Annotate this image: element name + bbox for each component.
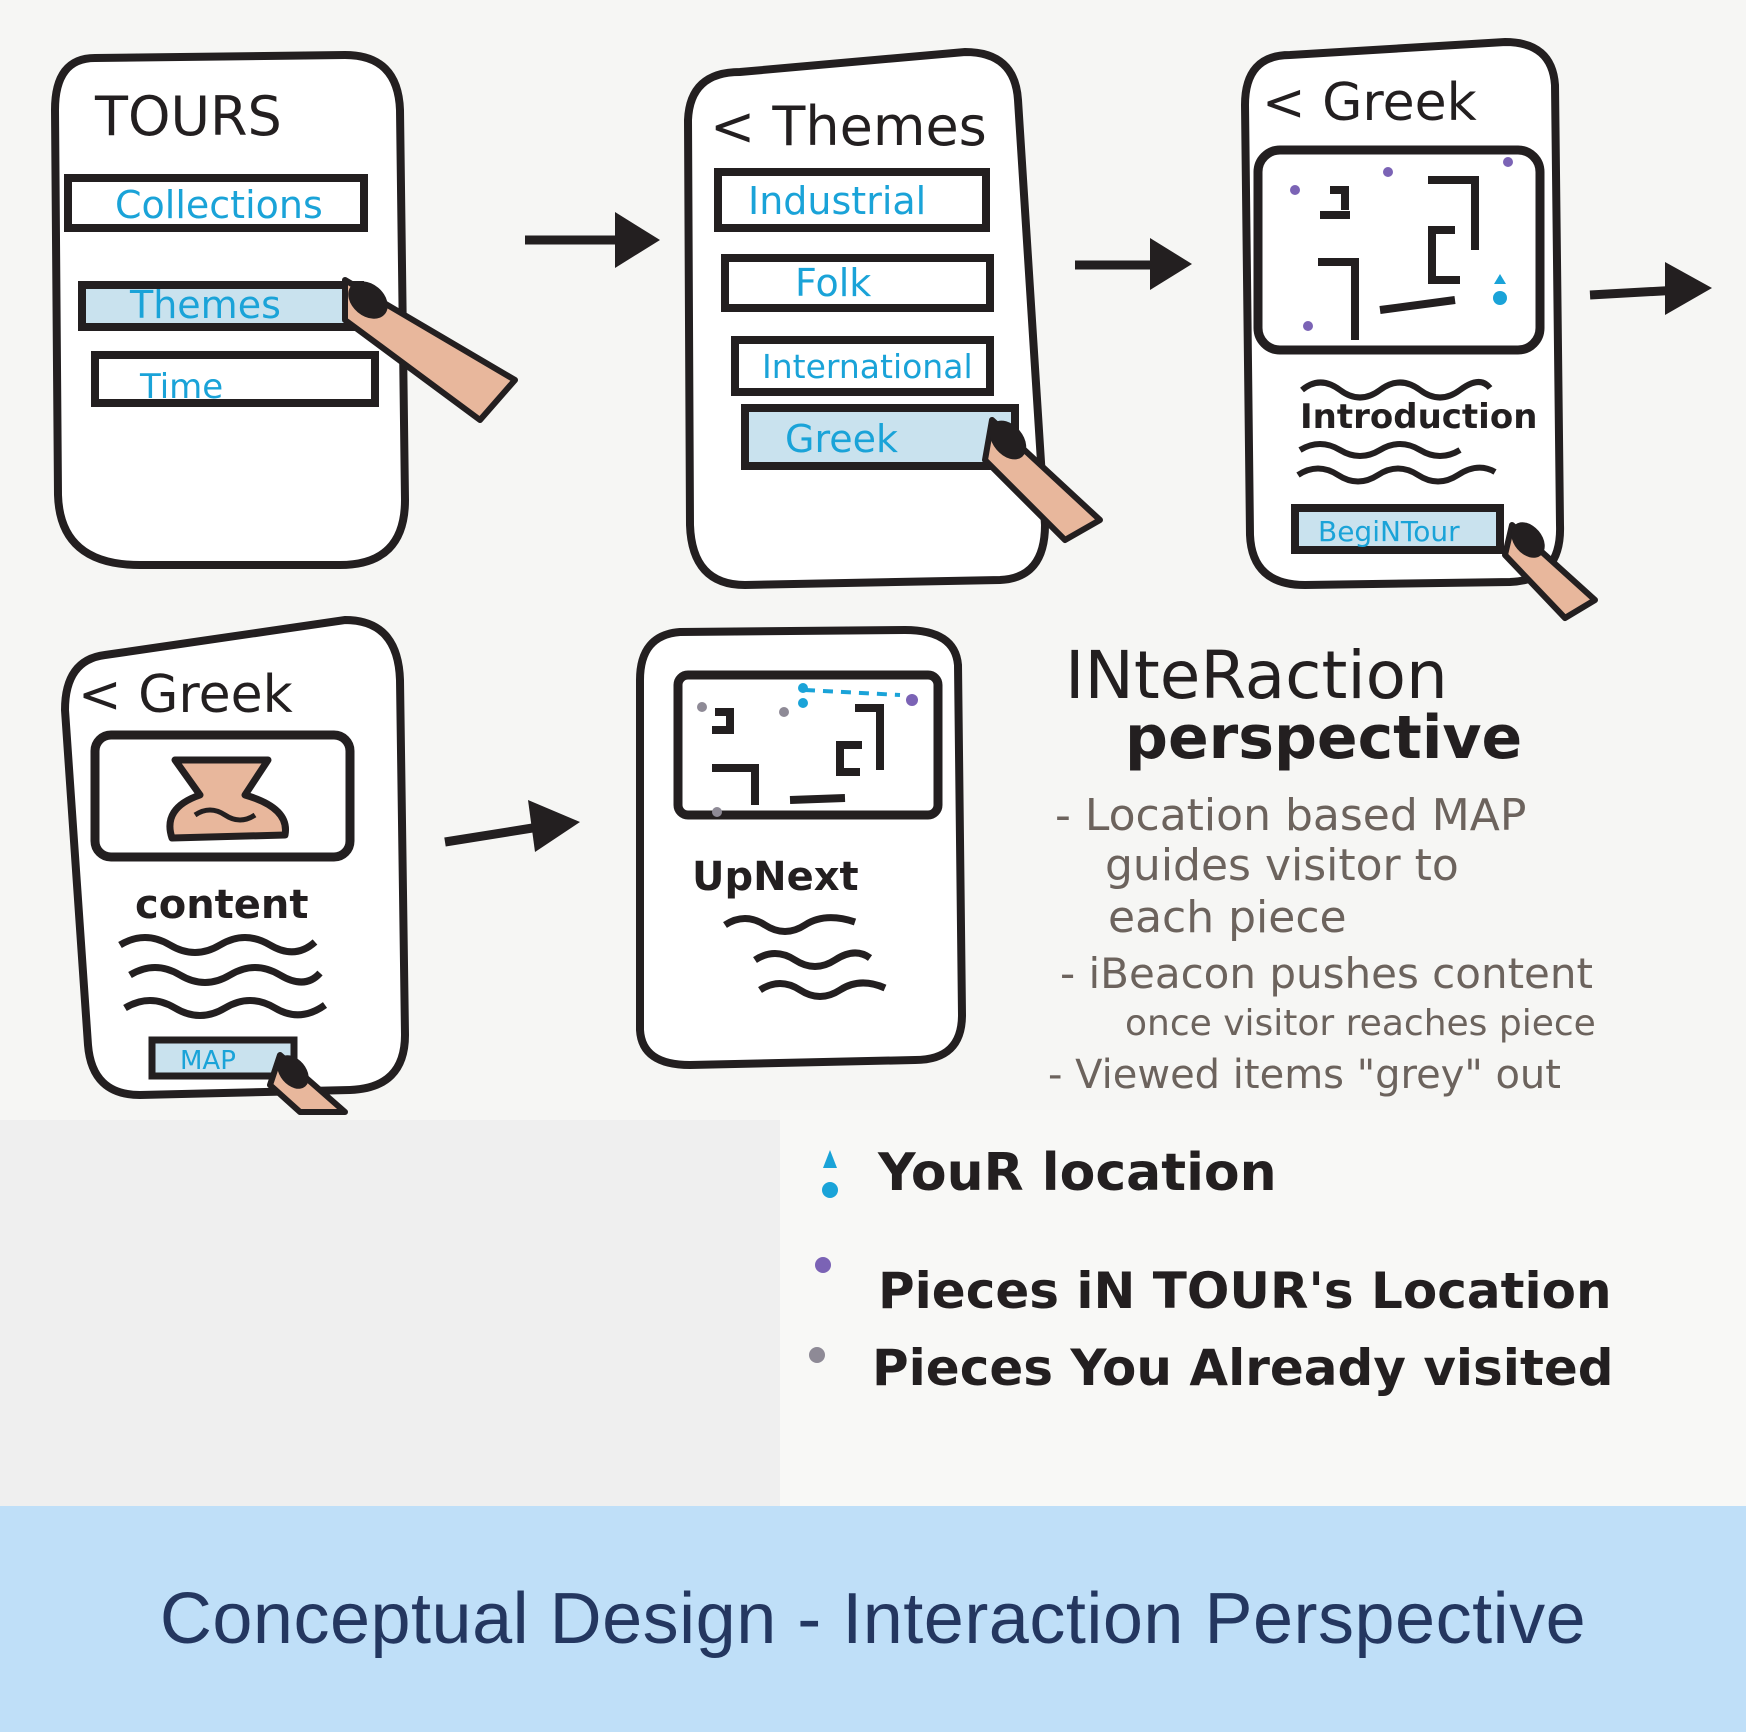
content-label: content (135, 882, 309, 928)
screen-title: < Greek (78, 665, 293, 725)
finger-icon (1502, 522, 1598, 621)
legend-item-tour-pieces: Pieces iN TOUR's Location (815, 1257, 1612, 1320)
note-line: once visitor reaches piece (1125, 1003, 1596, 1044)
screen-tours: TOURS Collections Themes Time (50, 50, 518, 569)
notes-title-line1: INteRaction (1065, 637, 1448, 714)
legend-label: Pieces You Already visited (872, 1339, 1614, 1397)
menu-item-label: Industrial (748, 179, 926, 223)
purple-dot-icon (1303, 321, 1313, 331)
menu-item-label: Greek (785, 417, 898, 461)
legend-label: YouR location (877, 1143, 1277, 1203)
finger-icon (982, 417, 1103, 543)
squiggle (123, 997, 328, 1019)
menu-item-label: Collections (115, 183, 323, 227)
button-label: MAP (180, 1046, 236, 1076)
menu-item-greek[interactable]: Greek (741, 404, 1019, 470)
screen-title: < Themes (710, 95, 987, 158)
button-label: BegiNTour (1318, 515, 1460, 548)
squiggle (128, 964, 323, 986)
caption-band: Conceptual Design - Interaction Perspect… (0, 1506, 1746, 1732)
legend-item-visited-pieces: Pieces You Already visited (809, 1339, 1614, 1397)
artifact-image (90, 730, 355, 862)
screen-title: < Greek (1262, 73, 1477, 133)
grey-dot-icon (779, 707, 789, 717)
menu-item-label: International (762, 347, 973, 386)
location-marker-icon (798, 683, 808, 708)
squiggle (758, 979, 887, 1000)
menu-item-time[interactable]: Time (91, 351, 379, 407)
menu-item-label: Themes (129, 283, 281, 327)
menu-item-label: Time (139, 367, 223, 407)
intro-label: Introduction (1300, 397, 1537, 437)
vase-icon (166, 756, 289, 842)
squiggle (1296, 464, 1497, 485)
purple-dot-icon (1503, 157, 1513, 167)
purple-dot-icon (1290, 185, 1300, 195)
legend-label: Pieces iN TOUR's Location (878, 1262, 1612, 1320)
squiggle (753, 949, 873, 970)
screen-title: TOURS (94, 85, 282, 148)
note-line: guides visitor to (1105, 840, 1459, 891)
note-line: - Viewed items "grey" out (1048, 1052, 1561, 1098)
menu-item-folk[interactable]: Folk (721, 254, 994, 312)
grey-dot-icon (809, 1347, 825, 1363)
location-marker-icon (1493, 274, 1507, 305)
note-line: - Location based MAP (1055, 790, 1526, 841)
menu-item-collections[interactable]: Collections (64, 174, 368, 232)
paper-legend (780, 1110, 1746, 1506)
menu-item-industrial[interactable]: Industrial (714, 168, 990, 232)
menu-item-international[interactable]: International (731, 336, 994, 396)
location-marker-icon (822, 1150, 838, 1198)
notes-block: INteRaction perspective - Location based… (1048, 637, 1596, 1098)
menu-item-label: Folk (795, 261, 871, 305)
legend-item-your-location: YouR location (822, 1143, 1277, 1203)
screen-greek-content: < Greek content MAP (60, 615, 410, 1115)
finger-icon (342, 277, 518, 423)
up-next-label: UpNext (692, 854, 859, 900)
note-line: each piece (1108, 892, 1347, 943)
arrow-icon (1589, 262, 1712, 315)
begin-tour-button[interactable]: BegiNTour (1291, 504, 1504, 554)
floor-map[interactable] (673, 670, 943, 820)
squiggle (118, 934, 318, 956)
finger-icon (267, 1052, 348, 1115)
squiggle (1300, 379, 1493, 401)
screen-greek-intro: < Greek Introduction BegiNTour (1240, 37, 1598, 621)
arrow-icon (525, 212, 660, 268)
purple-dot-icon (1383, 167, 1393, 177)
arrow-icon (444, 800, 580, 852)
squiggle (1298, 441, 1462, 459)
purple-dot-icon (815, 1257, 831, 1273)
note-line: - iBeacon pushes content (1060, 949, 1593, 998)
route-line (804, 688, 901, 697)
legend: YouR location Pieces iN TOUR's Location … (809, 1143, 1614, 1397)
map-button[interactable]: MAP (148, 1036, 298, 1080)
grey-dot-icon (712, 807, 722, 817)
screen-themes: < Themes Industrial Folk International G… (683, 47, 1103, 590)
caption-title: Conceptual Design - Interaction Perspect… (159, 1579, 1587, 1659)
arrow-icon (1075, 238, 1192, 290)
purple-dot-icon (906, 694, 918, 706)
floor-map[interactable] (1253, 145, 1545, 355)
squiggle (723, 914, 857, 935)
notes-title-line2: perspective (1125, 703, 1522, 773)
screen-map-next: UpNext (636, 625, 967, 1070)
menu-item-themes[interactable]: Themes (78, 281, 364, 331)
grey-dot-icon (697, 702, 707, 712)
